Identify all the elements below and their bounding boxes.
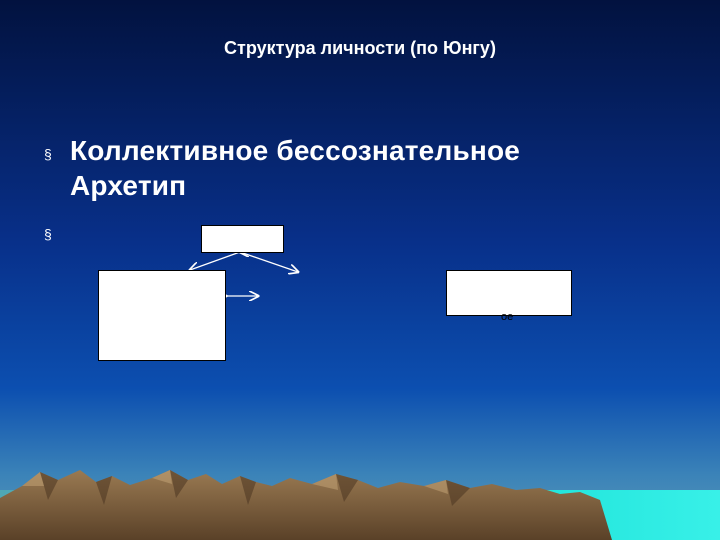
slide-title: Структура личности (по Юнгу): [224, 38, 496, 58]
bullet-marker: §: [44, 146, 52, 162]
arrow-right: [239, 251, 298, 272]
diagram-box-top: [201, 225, 284, 253]
diagram-box-left: [98, 270, 226, 361]
mountains: [0, 470, 612, 540]
bullet-line-collective-unconscious: Коллективное бессознательное: [70, 135, 521, 166]
bullet-line-archetype: Архетип: [70, 170, 187, 201]
diagram-fragment-text: ое: [501, 311, 514, 323]
arrow-left: [190, 251, 241, 270]
bullet-marker: §: [44, 226, 52, 242]
diagram-box-right: [446, 270, 572, 316]
